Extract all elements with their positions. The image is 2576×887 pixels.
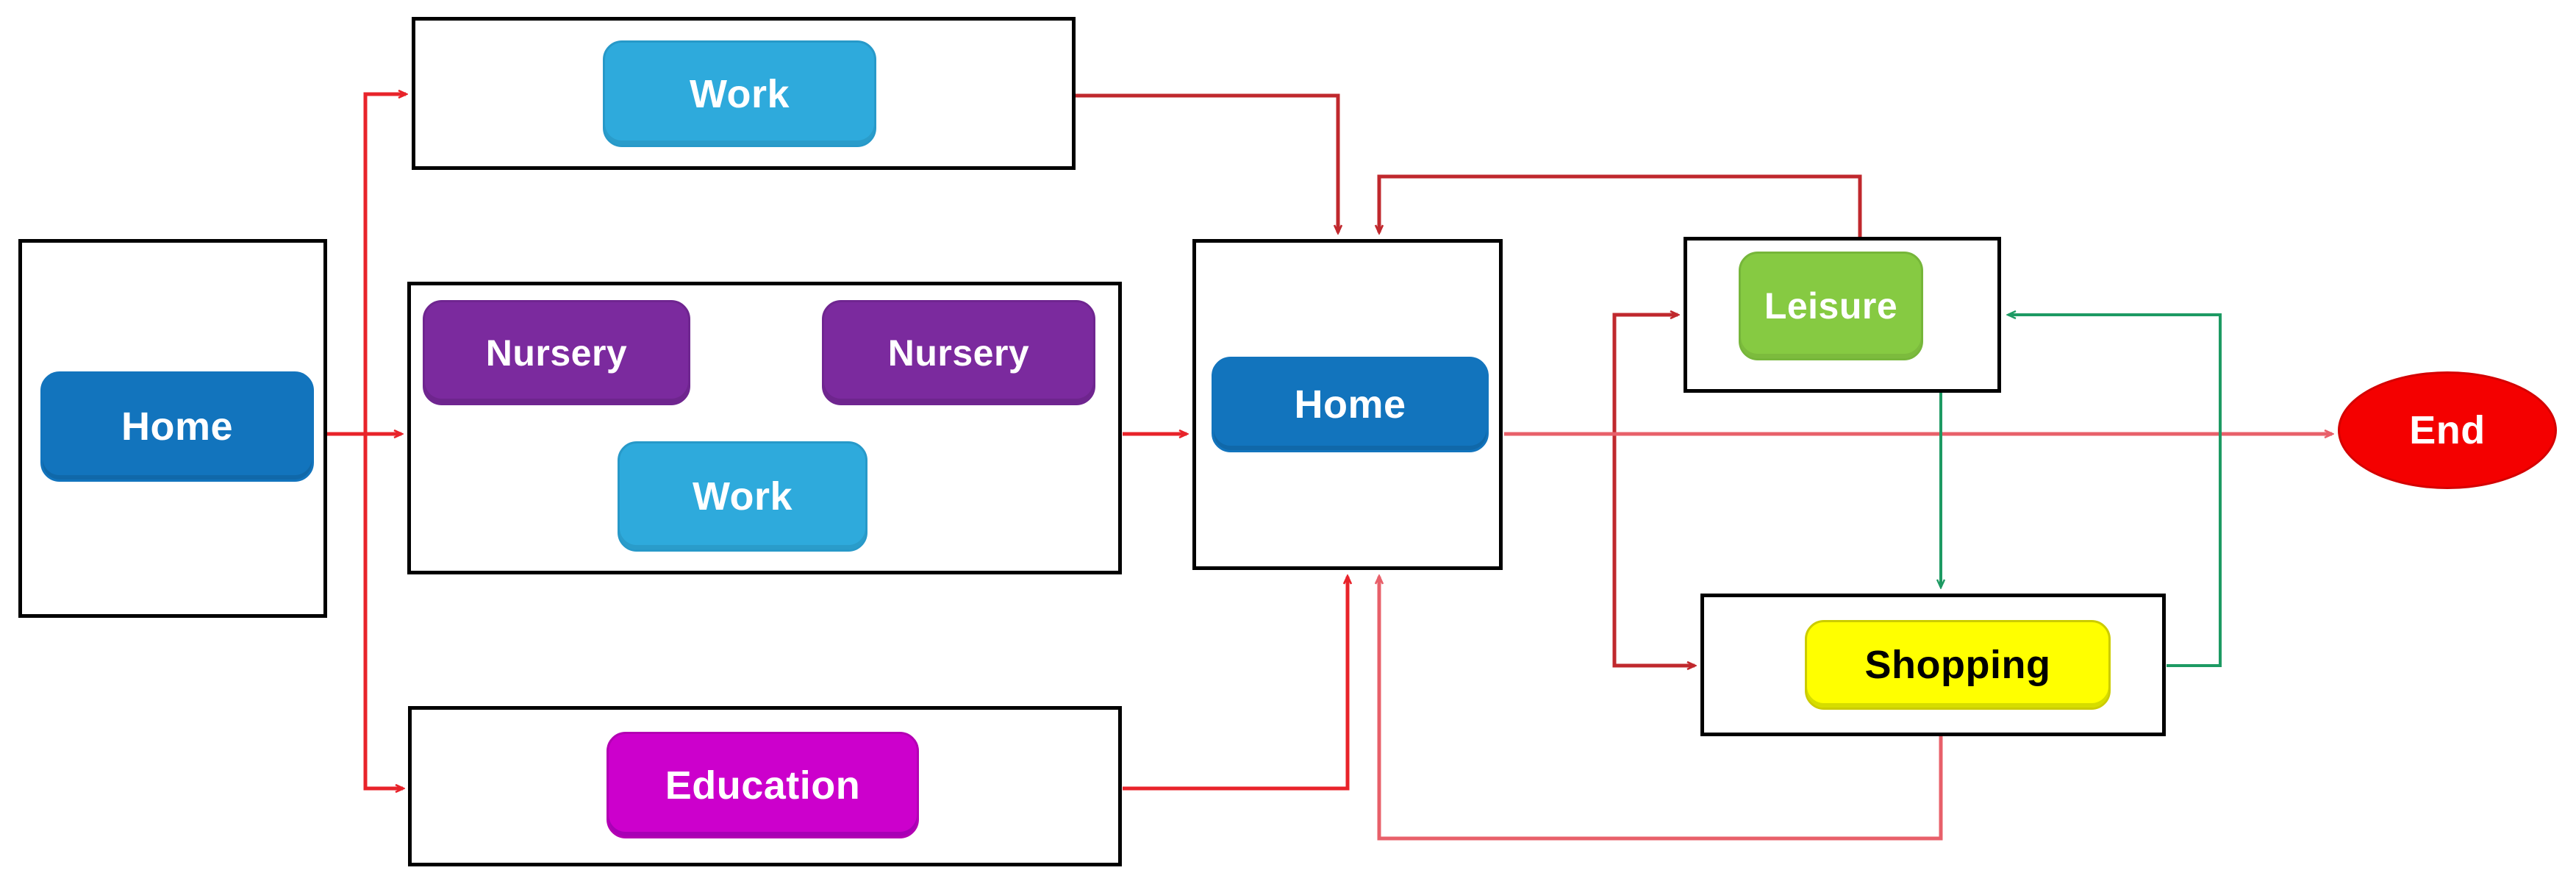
edge-home-mid-to-shopping bbox=[1612, 434, 1695, 666]
edge-home-to-education bbox=[363, 434, 403, 788]
edge-home-to-work-top bbox=[327, 94, 406, 436]
edge-education-to-home-mid bbox=[1123, 577, 1348, 791]
edge-work-top-to-home-mid bbox=[1076, 93, 1338, 232]
node-education[interactable]: Education bbox=[607, 732, 919, 838]
node-nursery-left[interactable]: Nursery bbox=[423, 300, 690, 405]
node-end[interactable]: End bbox=[2338, 371, 2557, 489]
edge-home-mid-to-leisure bbox=[1504, 315, 1678, 436]
node-work-inner[interactable]: Work bbox=[618, 441, 867, 552]
node-nursery-right[interactable]: Nursery bbox=[822, 300, 1095, 405]
node-work-top[interactable]: Work bbox=[603, 40, 876, 147]
node-leisure[interactable]: Leisure bbox=[1739, 252, 1923, 360]
node-home-start[interactable]: Home bbox=[40, 371, 314, 482]
node-shopping[interactable]: Shopping bbox=[1805, 620, 2111, 710]
node-home-mid[interactable]: Home bbox=[1212, 357, 1489, 452]
edge-leisure-to-home-mid bbox=[1379, 174, 1862, 237]
